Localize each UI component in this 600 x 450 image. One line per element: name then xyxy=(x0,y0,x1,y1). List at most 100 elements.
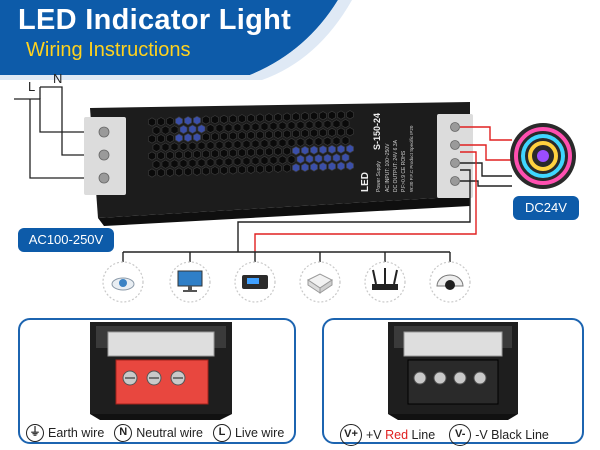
vent-hole xyxy=(296,154,305,164)
live-label: L xyxy=(28,79,36,94)
vent-hole xyxy=(332,136,341,146)
vent-hole xyxy=(274,163,282,173)
vent-hole xyxy=(224,157,233,167)
vent-hole xyxy=(341,152,350,163)
dc-output-label: DC24V xyxy=(513,196,579,220)
live-wire-label: Live wire xyxy=(234,426,285,440)
vent-hole xyxy=(301,111,309,121)
vent-hole xyxy=(283,129,291,139)
device-bus-wires xyxy=(122,151,477,262)
vent-hole xyxy=(251,122,260,132)
vent-hole xyxy=(193,166,201,176)
vent-hole xyxy=(211,149,219,159)
vent-hole xyxy=(287,137,296,148)
vent-hole xyxy=(211,166,219,176)
vent-hole xyxy=(251,139,260,149)
vent-hole xyxy=(233,122,242,133)
vent-hole xyxy=(238,131,246,141)
vent-hole xyxy=(314,119,323,130)
dc-legend: V+ +V Red Line V- -V Black Line xyxy=(340,424,549,446)
vent-hole xyxy=(175,167,183,177)
vent-hole xyxy=(247,147,255,157)
vent-hole xyxy=(247,130,255,140)
vent-hole xyxy=(319,145,327,155)
vent-hole xyxy=(328,144,336,155)
vent-hole xyxy=(278,121,287,131)
vent-hole xyxy=(341,118,350,129)
vent-hole xyxy=(341,135,350,146)
vent-hole xyxy=(161,125,170,135)
vent-hole xyxy=(188,141,197,151)
vminus-color-word: Black xyxy=(491,428,522,442)
vent-hole xyxy=(148,117,156,127)
vent-hole xyxy=(296,137,305,147)
vent-hole xyxy=(148,168,156,178)
vent-hole xyxy=(224,140,233,150)
vent-hole xyxy=(274,112,282,122)
vent-hole xyxy=(206,157,215,168)
vent-hole xyxy=(301,145,309,155)
neutral-wire-label: Neutral wire xyxy=(136,426,203,440)
vent-hole xyxy=(296,120,305,130)
vent-hole xyxy=(346,161,354,171)
vent-hole xyxy=(184,116,192,126)
vent-hole xyxy=(256,164,264,174)
vent-hole xyxy=(328,127,336,138)
vent-hole xyxy=(197,158,206,168)
vent-hole xyxy=(193,115,201,125)
vent-hole xyxy=(346,127,354,137)
vent-hole xyxy=(332,153,341,163)
vplus-symbol-icon: V+ xyxy=(340,424,362,446)
vent-hole xyxy=(233,156,242,167)
vent-hole xyxy=(179,124,188,135)
vent-hole xyxy=(314,136,323,147)
vent-hole xyxy=(310,128,318,138)
vent-hole xyxy=(269,138,278,148)
dc-terminal-closeup xyxy=(388,322,518,420)
vent-hole xyxy=(287,120,296,131)
ac-terminal-panel xyxy=(18,318,296,444)
vent-hole xyxy=(292,163,300,173)
wifi-router-icon xyxy=(372,268,398,290)
psu-model: S-150-24 xyxy=(372,113,382,150)
vent-hole xyxy=(197,124,206,134)
vent-hole xyxy=(269,155,278,165)
vent-hole xyxy=(265,113,273,123)
vent-hole xyxy=(238,114,246,124)
vent-hole xyxy=(278,138,287,148)
vent-hole xyxy=(292,112,300,122)
vent-hole xyxy=(346,110,354,120)
vent-hole xyxy=(193,132,201,142)
vent-hole xyxy=(220,148,228,158)
vent-hole xyxy=(175,150,183,160)
vent-hole xyxy=(247,164,255,174)
vent-hole xyxy=(202,149,210,159)
vent-hole xyxy=(314,153,323,164)
vent-hole xyxy=(179,158,188,169)
security-camera-icon xyxy=(436,274,464,290)
monitor-icon xyxy=(177,270,203,292)
vent-hole xyxy=(301,162,309,172)
vplus-suffix: Line xyxy=(411,428,436,442)
vent-hole xyxy=(310,145,318,155)
vent-hole xyxy=(152,142,161,153)
vent-hole xyxy=(242,156,251,166)
vent-hole xyxy=(323,153,332,163)
vent-hole xyxy=(224,123,233,133)
vent-hole xyxy=(346,144,354,154)
power-supply-unit: LED S-150-24 Power Supply AC INPUT: 100~… xyxy=(84,102,473,226)
vent-hole xyxy=(161,142,170,152)
vent-hole xyxy=(305,137,314,147)
vent-hole xyxy=(269,121,278,131)
vent-hole xyxy=(202,132,210,142)
neutral-symbol-icon: N xyxy=(114,424,133,442)
vent-hole xyxy=(157,117,165,127)
vent-hole xyxy=(229,148,237,158)
vent-hole xyxy=(184,167,192,177)
vent-hole xyxy=(305,154,314,164)
vent-hole xyxy=(283,146,291,156)
vent-hole xyxy=(166,150,174,160)
vent-hole xyxy=(220,165,228,175)
vent-hole xyxy=(301,128,309,138)
vent-hole xyxy=(337,161,345,171)
